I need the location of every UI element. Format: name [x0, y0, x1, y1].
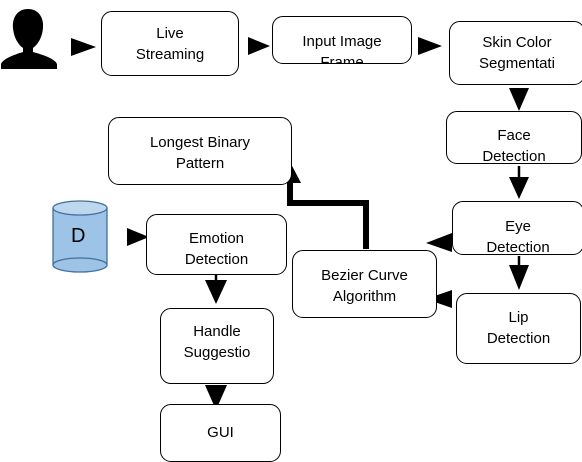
emotion-detection-line-1: Emotion: [188, 230, 245, 247]
bezier-curve-algorithm-box[interactable]: Bezier Curve Algorithm: [292, 250, 437, 318]
database-cylinder-icon: [52, 200, 108, 273]
arrow-skin-color-to-face-detection: [509, 88, 529, 111]
skin-color-segmentation-line-1: Skin Color: [482, 34, 552, 51]
input-image-frame-line-2: Frame: [320, 54, 364, 64]
bezier-curve-algorithm-line-2: Algorithm: [332, 288, 397, 305]
arrow-face-detection-to-eye-detection: [509, 166, 529, 199]
longest-binary-pattern-line-1: Longest Binary: [149, 134, 251, 151]
face-detection-line-2: Detection: [482, 148, 546, 164]
database-label: D: [71, 225, 86, 247]
face-detection-box[interactable]: Face Detection: [446, 111, 582, 164]
handle-suggestion-box[interactable]: Handle Suggestio: [160, 308, 274, 384]
emotion-detection-line-2: Detection: [184, 251, 249, 268]
arrow-bezier-curve-to-longest-binary-pattern: [279, 162, 369, 249]
eye-detection-line-1: Eye: [505, 218, 531, 235]
longest-binary-pattern-box[interactable]: Longest Binary Pattern: [108, 117, 292, 185]
arrow-eye-detection-to-lip-detection: [509, 256, 529, 290]
eye-detection-line-2: Detection: [486, 239, 550, 255]
arrow-eye-detection-to-bezier-curve: [426, 233, 452, 252]
input-image-frame-box[interactable]: Input Image Frame: [272, 16, 412, 64]
lip-detection-line-1: Lip: [508, 309, 529, 326]
arrow-user-to-live-streaming: [71, 38, 96, 56]
lip-detection-line-2: Detection: [486, 330, 551, 347]
eye-detection-box[interactable]: Eye Detection: [452, 201, 582, 255]
face-detection-line-1: Face: [497, 127, 531, 144]
handle-suggestion-line-1: Handle: [193, 323, 241, 340]
arrow-database-to-emotion-detection: [127, 228, 149, 246]
skin-color-segmentation-box[interactable]: Skin Color Segmentati: [449, 21, 582, 85]
gui-line-1: GUI: [207, 424, 234, 441]
handle-suggestion-line-2: Suggestio: [183, 344, 251, 361]
gui-box[interactable]: GUI: [160, 404, 281, 462]
input-image-frame-line-1: Input Image: [302, 33, 382, 50]
live-streaming-line-1: Live: [156, 25, 184, 42]
live-streaming-box[interactable]: Live Streaming: [101, 11, 239, 76]
bezier-curve-algorithm-line-1: Bezier Curve: [321, 267, 408, 284]
live-streaming-line-2: Streaming: [135, 46, 205, 63]
user-silhouette-icon: [1, 9, 57, 69]
arrow-emotion-detection-to-handle-suggestion: [205, 272, 227, 304]
emotion-detection-box[interactable]: Emotion Detection: [146, 214, 287, 275]
longest-binary-pattern-line-2: Pattern: [175, 155, 225, 172]
arrow-live-streaming-to-input-image: [248, 37, 270, 55]
skin-color-segmentation-line-2: Segmentati: [479, 55, 555, 72]
arrow-handle-suggestion-to-gui: [205, 385, 227, 410]
arrow-lip-detection-to-bezier-curve: [426, 290, 452, 308]
arrow-input-image-to-skin-color: [418, 37, 442, 55]
lip-detection-box[interactable]: Lip Detection: [456, 293, 581, 364]
